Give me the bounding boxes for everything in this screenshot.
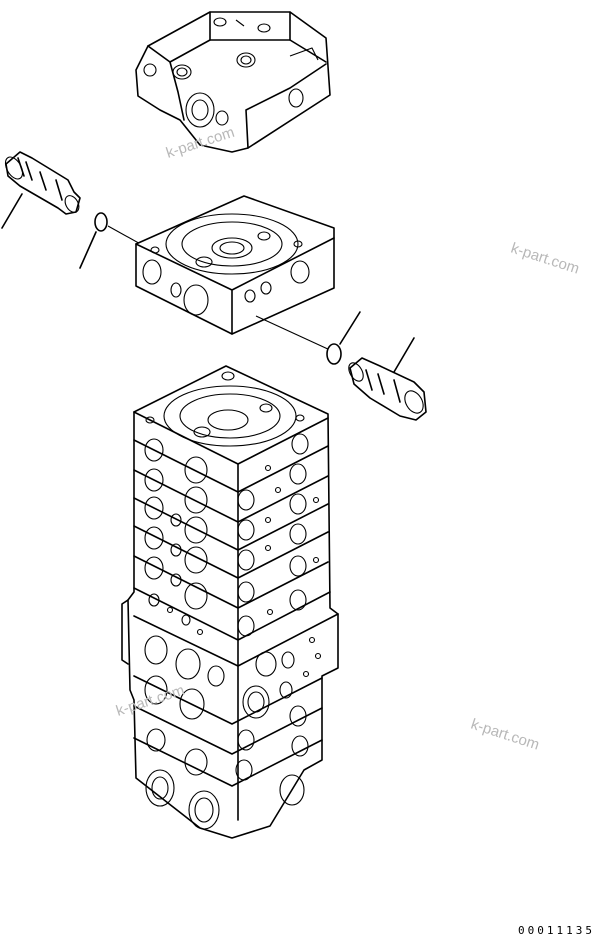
main-valve-stack xyxy=(121,365,339,839)
watermark-text: k-part.com xyxy=(469,716,542,754)
watermark-text: k-part.com xyxy=(509,240,582,278)
o-ring-right xyxy=(326,311,361,365)
top-cover-block xyxy=(135,11,331,153)
relief-valve-right xyxy=(348,337,427,421)
drawing-number: 00011135 xyxy=(518,924,595,937)
spacer-plate xyxy=(135,195,335,351)
o-ring-left xyxy=(79,212,145,269)
relief-valve-left xyxy=(1,151,81,229)
